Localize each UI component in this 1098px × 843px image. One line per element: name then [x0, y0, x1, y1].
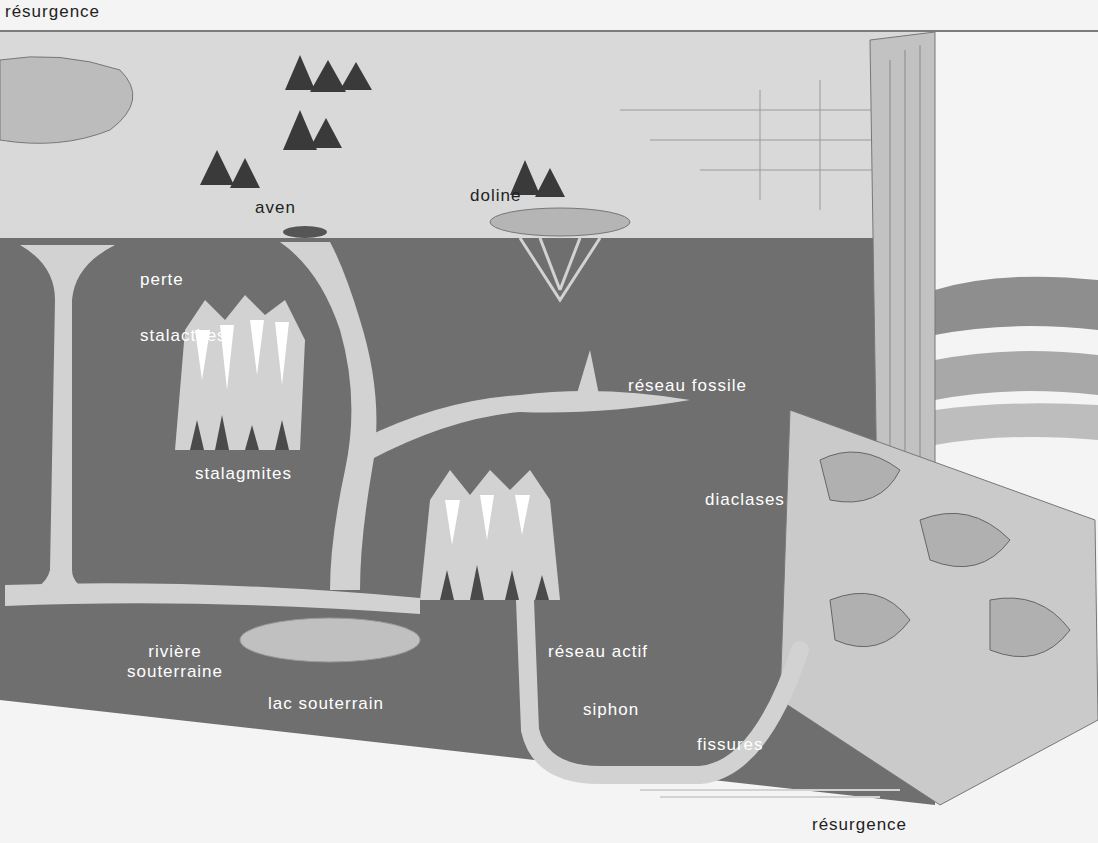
part-label: diaclases — [705, 490, 785, 510]
part-label: réseau actif — [548, 642, 648, 662]
stalagmites — [190, 415, 549, 600]
part-label: stalagmites — [195, 464, 292, 484]
horizon-line — [0, 30, 1098, 32]
rock-bank — [780, 410, 1098, 805]
active-network — [525, 600, 800, 775]
fossil-branch — [575, 350, 600, 400]
part-label: résurgence — [5, 2, 100, 22]
hill — [935, 277, 1098, 335]
hill — [935, 351, 1098, 400]
plateau-surface — [0, 32, 935, 240]
doline-depression — [490, 208, 630, 236]
part-label: stalactites — [140, 326, 227, 346]
boulders — [820, 452, 1070, 657]
doline-drainage — [520, 238, 600, 300]
part-label: fissures — [697, 735, 764, 755]
fissure-lines — [640, 790, 900, 797]
fossil-passage — [360, 391, 690, 460]
part-label: résurgence — [812, 815, 907, 835]
part-label: siphon — [583, 700, 639, 720]
aven-opening — [283, 226, 327, 238]
chamber — [420, 470, 560, 600]
stalactites — [195, 320, 530, 545]
rocks — [0, 57, 133, 144]
part-label: perte — [140, 270, 184, 290]
part-label: aven — [255, 198, 296, 218]
underground-river — [5, 583, 420, 614]
hill — [935, 403, 1098, 445]
cave-passages — [5, 242, 690, 614]
underground-lake — [240, 618, 420, 662]
chamber — [175, 295, 305, 450]
part-label: réseau fossile — [628, 376, 747, 396]
part-label: rivière souterraine — [125, 642, 225, 681]
part-label: lac souterrain — [268, 694, 384, 714]
perte-shaft — [15, 245, 115, 595]
trees — [200, 55, 565, 197]
part-label: doline — [470, 186, 521, 206]
